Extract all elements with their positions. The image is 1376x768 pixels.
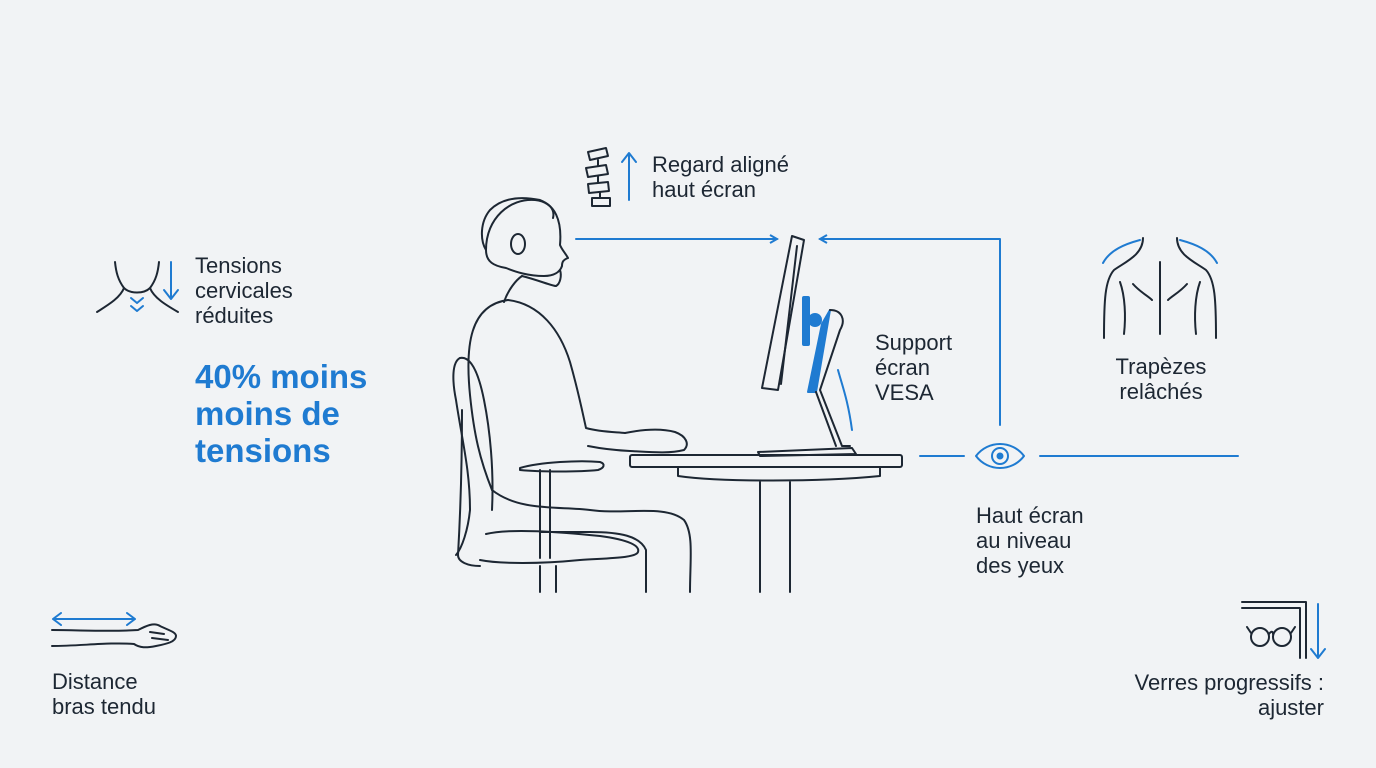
gaze-lines bbox=[575, 239, 1239, 457]
trapezius-label-line-2: relâchés bbox=[1119, 379, 1203, 404]
person-figure bbox=[467, 197, 692, 593]
support-label-line-1: Support bbox=[875, 330, 953, 355]
glasses-label: Verres progressifs : ajuster bbox=[1090, 670, 1324, 720]
arrow-down-glasses-icon bbox=[1310, 603, 1326, 659]
back-muscles-icon bbox=[1102, 237, 1218, 339]
trapezius-label: Trapèzes relâchés bbox=[1096, 354, 1226, 404]
desk bbox=[629, 454, 903, 593]
stat-line-3: tensions bbox=[195, 432, 331, 469]
gaze-label: Regard aligné haut écran bbox=[652, 152, 789, 202]
gaze-label-line-1: Regard aligné bbox=[652, 152, 789, 177]
distance-label: Distance bras tendu bbox=[52, 669, 156, 719]
eye-level-label-line-1: Haut écran bbox=[976, 503, 1084, 528]
eye-icon bbox=[975, 443, 1025, 469]
stat-line-2: moins de bbox=[195, 395, 340, 432]
tension-stat: 40% moins moins de tensions bbox=[195, 358, 367, 469]
eye-level-label-line-3: des yeux bbox=[976, 553, 1065, 578]
neck-label-line-2: cervicales bbox=[195, 278, 293, 303]
neck-label: Tensions cervicales réduites bbox=[195, 253, 293, 328]
distance-label-line-2: bras tendu bbox=[52, 694, 156, 719]
neck-label-line-1: Tensions bbox=[195, 253, 282, 278]
double-arrow-icon bbox=[52, 612, 136, 626]
eye-level-label: Haut écran au niveau des yeux bbox=[976, 503, 1084, 578]
glasses-label-line-2: ajuster bbox=[1257, 695, 1324, 720]
gaze-label-line-2: haut écran bbox=[652, 177, 756, 202]
chair bbox=[452, 356, 640, 593]
stat-line-1: 40% moins bbox=[195, 358, 368, 395]
spine-icon bbox=[585, 147, 611, 207]
glasses-icon bbox=[1246, 626, 1296, 647]
arrow-down-icon bbox=[163, 261, 179, 300]
arm-icon bbox=[51, 623, 177, 649]
monitor bbox=[757, 235, 857, 457]
glasses-label-line-1: Verres progressifs : bbox=[1134, 670, 1324, 695]
screen-corner-icon bbox=[1241, 601, 1307, 659]
support-label: Support écran VESA bbox=[875, 330, 952, 405]
neck-label-line-3: réduites bbox=[195, 303, 274, 328]
trapezius-label-line-1: Trapèzes bbox=[1115, 354, 1207, 379]
distance-label-line-1: Distance bbox=[52, 669, 138, 694]
support-label-line-2: écran bbox=[875, 355, 931, 380]
eye-level-label-line-2: au niveau bbox=[976, 528, 1072, 553]
arrow-up-icon bbox=[621, 152, 637, 201]
support-label-line-3: VESA bbox=[875, 380, 934, 405]
neck-icon bbox=[96, 261, 179, 313]
